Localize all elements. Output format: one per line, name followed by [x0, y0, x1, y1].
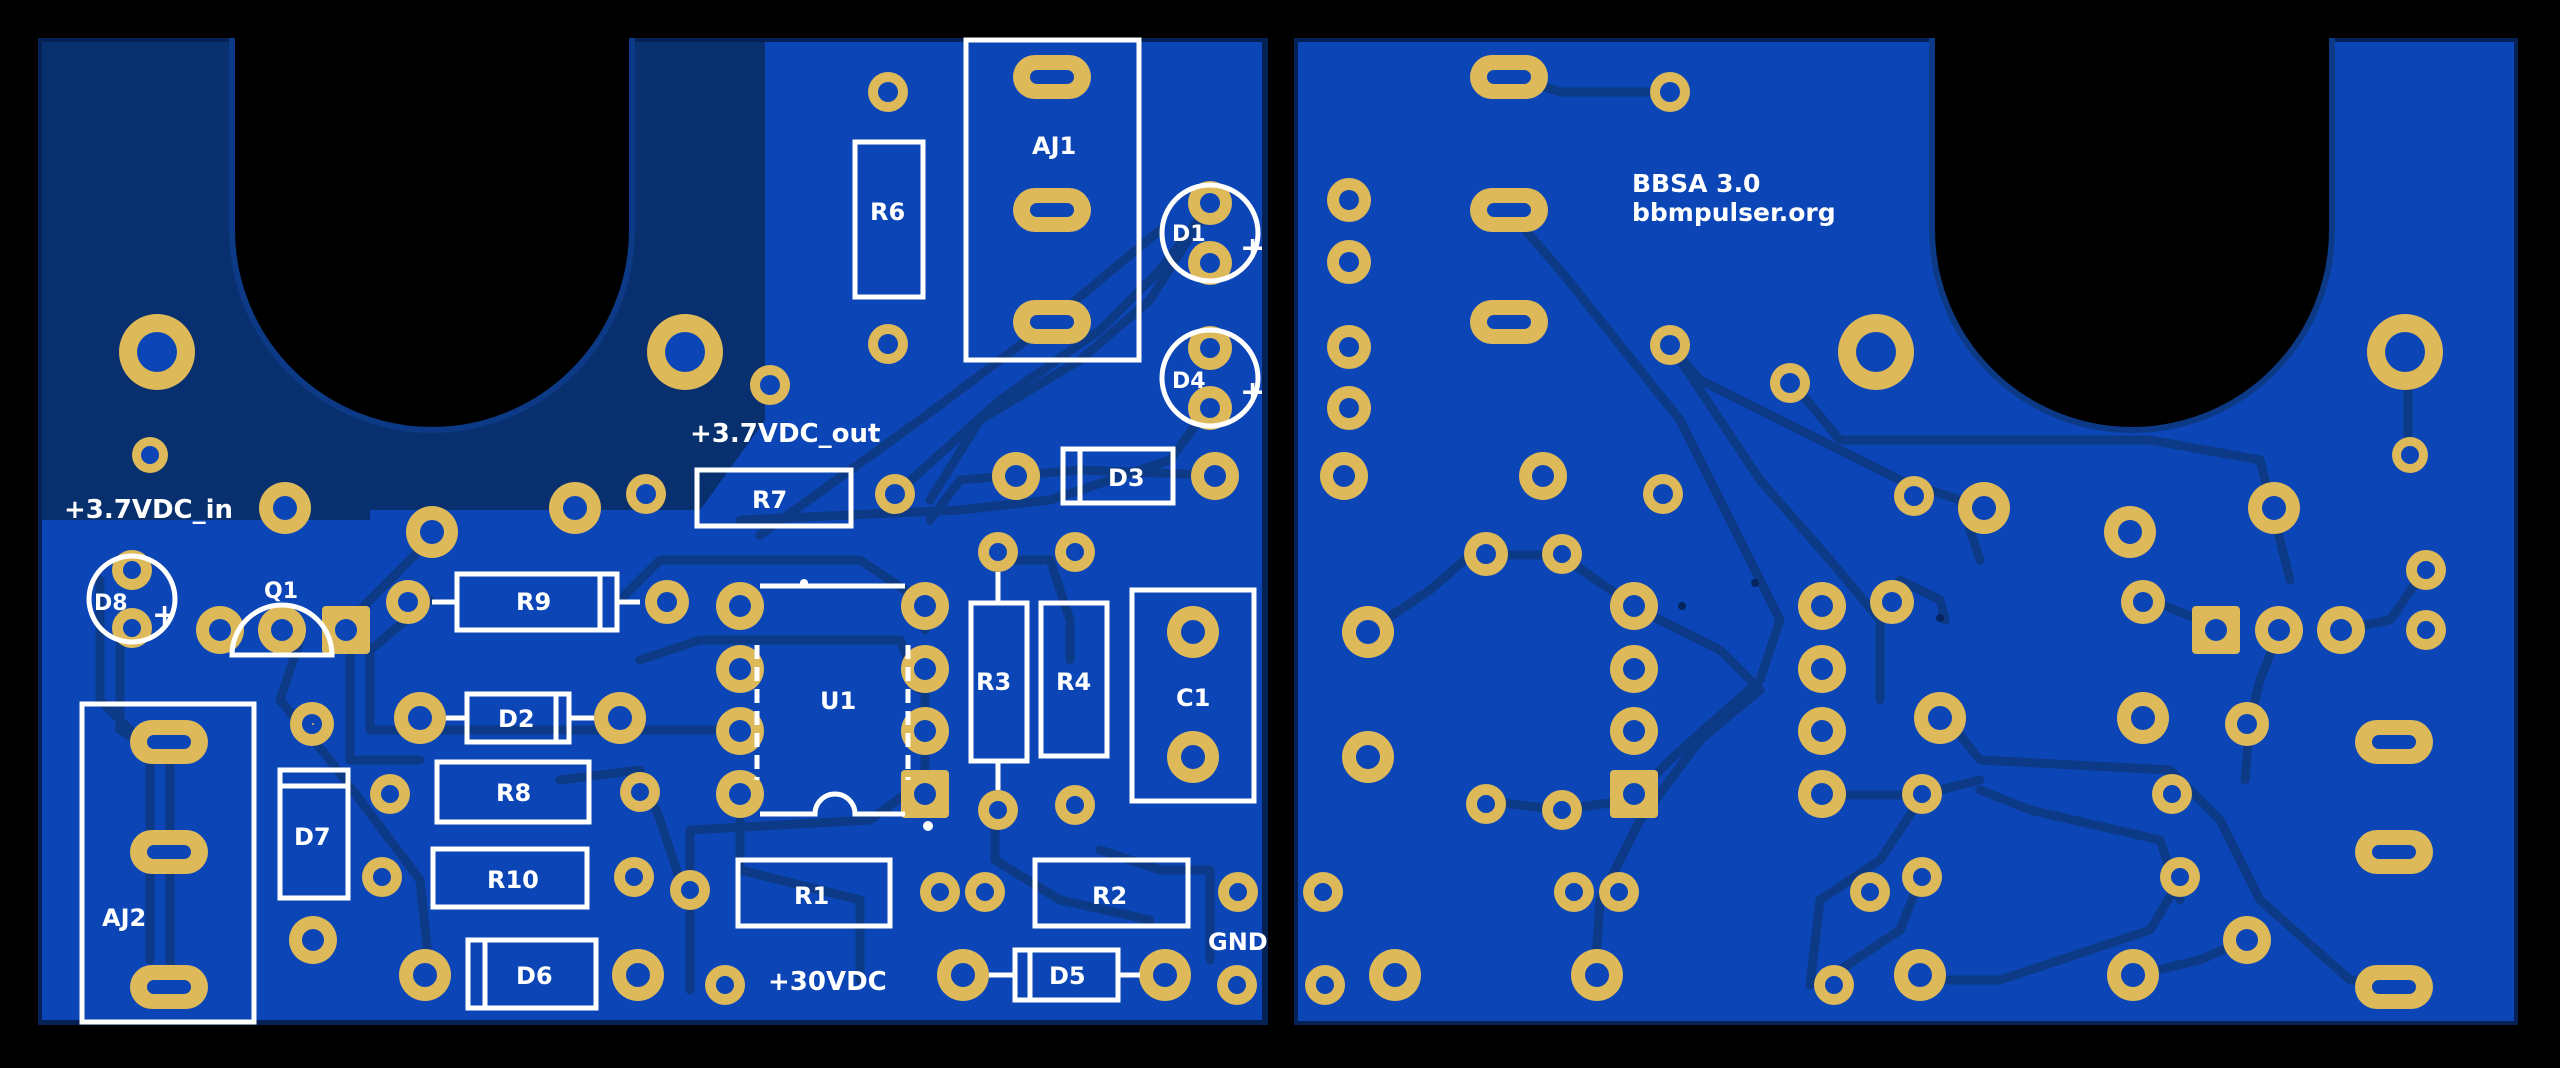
label-r6: R6: [870, 198, 905, 226]
label-v30: +30VDC: [768, 967, 887, 997]
label-r9: R9: [516, 588, 551, 616]
front-cutout: [232, 38, 632, 430]
label-r7: R7: [752, 486, 787, 514]
label-d6: D6: [516, 962, 553, 990]
svg-text:+: +: [152, 598, 177, 633]
label-d5: D5: [1049, 962, 1086, 990]
label-r4: R4: [1056, 668, 1091, 696]
label-vout: +3.7VDC_out: [690, 419, 880, 449]
label-q1: Q1: [264, 579, 298, 604]
board-website: bbmpulser.org: [1632, 198, 1836, 227]
label-r2: R2: [1092, 882, 1127, 910]
front-pads: [112, 55, 1258, 1009]
label-d8: D8: [94, 591, 128, 616]
svg-text:+: +: [1240, 375, 1265, 410]
label-c1: C1: [1176, 684, 1210, 712]
back-board: BBSA 3.0 bbmpulser.org: [1294, 38, 2518, 1025]
label-d7: D7: [294, 823, 331, 851]
label-u1: U1: [820, 687, 856, 715]
label-gnd: GND: [1208, 928, 1268, 956]
label-r8: R8: [496, 779, 531, 807]
label-aj1: AJ1: [1032, 132, 1076, 160]
front-board: + + + AJ1 R6 D1 D4 D3 +3.7VDC_out R7 +3.…: [38, 37, 1268, 1025]
label-d3: D3: [1108, 464, 1145, 492]
label-r1: R1: [794, 882, 829, 910]
label-d2: D2: [498, 705, 535, 733]
label-r10: R10: [487, 866, 539, 894]
board-title: BBSA 3.0: [1632, 169, 1760, 198]
label-vin: +3.7VDC_in: [64, 495, 233, 525]
label-r3: R3: [976, 668, 1011, 696]
back-text: BBSA 3.0 bbmpulser.org: [1632, 169, 1944, 622]
front-silkscreen: + + + AJ1 R6 D1 D4 D3 +3.7VDC_out R7 +3.…: [64, 37, 1268, 1025]
back-cutout: [1932, 38, 2332, 430]
label-aj2: AJ2: [102, 904, 146, 932]
back-pads: [1303, 55, 2446, 1009]
label-d1: D1: [1172, 222, 1206, 247]
svg-text:+: +: [1240, 231, 1265, 266]
label-d4: D4: [1172, 369, 1206, 394]
